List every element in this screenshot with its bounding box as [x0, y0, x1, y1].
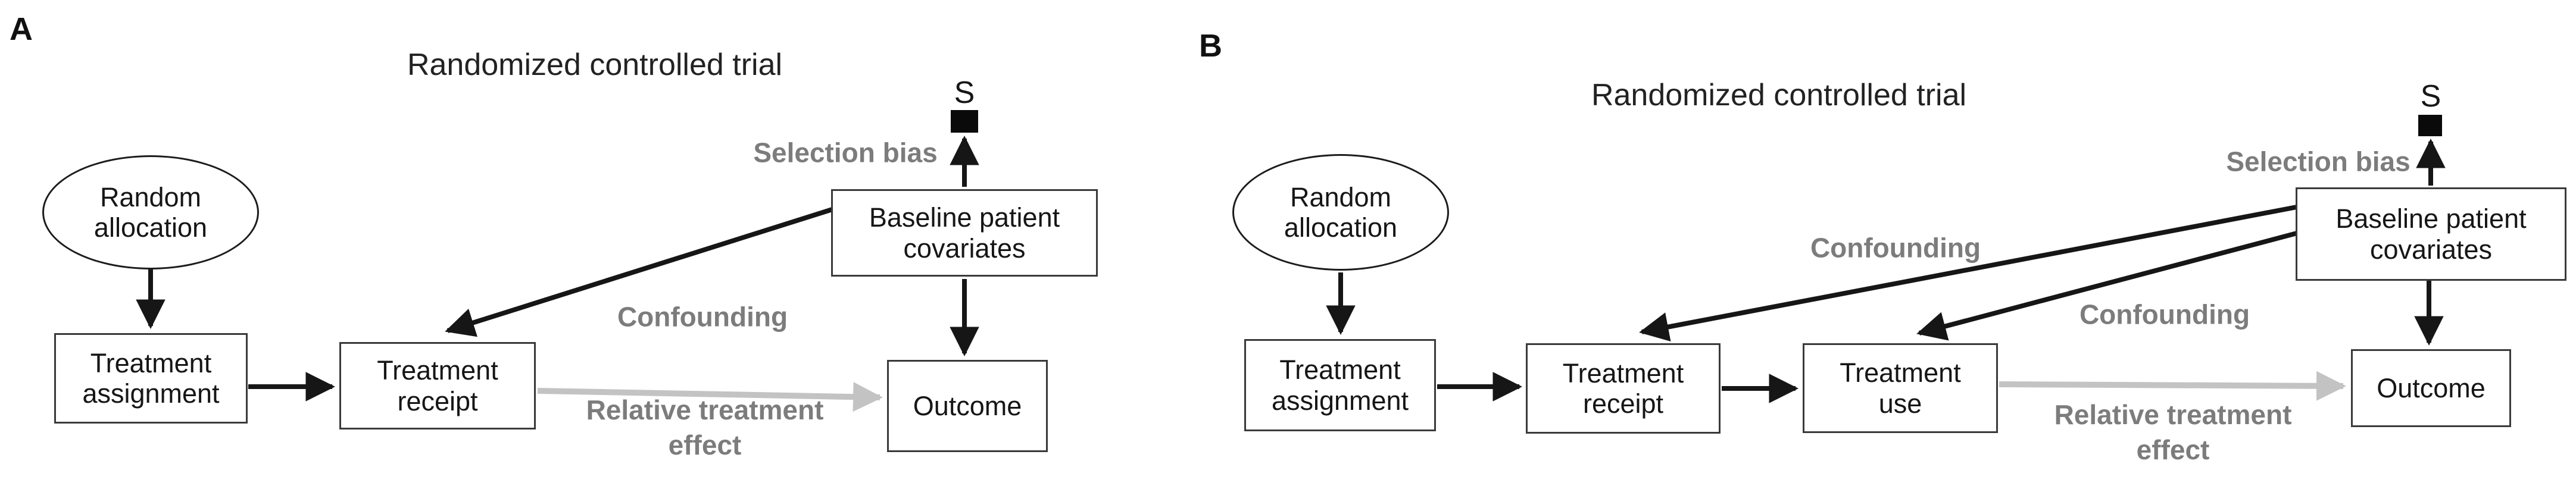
node-a-random-allocation: Random allocation: [42, 155, 259, 269]
node-b-outcome: Outcome: [2351, 349, 2511, 427]
node-a-treatment-assignment-text: Treatment assignment: [82, 347, 220, 409]
node-a-outcome-text: Outcome: [913, 390, 1022, 421]
edge-a-covariates-to-receipt-confounding: [445, 207, 833, 337]
node-a-treatment-receipt: Treatment receipt: [339, 342, 536, 429]
node-b-baseline-covariates: Baseline patient covariates: [2296, 187, 2566, 281]
node-b-baseline-covariates-text: Baseline patient covariates: [2335, 203, 2527, 265]
selection-indicator-square-b: [2418, 115, 2442, 136]
node-b-random-allocation-text: Random allocation: [1284, 181, 1398, 243]
label-a-selection-bias: Selection bias: [753, 137, 938, 168]
node-a-baseline-covariates: Baseline patient covariates: [831, 189, 1098, 277]
label-b-selection-bias: Selection bias: [2226, 146, 2410, 177]
node-b-random-allocation: Random allocation: [1232, 154, 1449, 271]
panel-b-label: B: [1199, 28, 1222, 64]
selection-node-letter-a: S: [954, 76, 975, 110]
label-a-confounding: Confounding: [617, 301, 788, 333]
panel-a-label: A: [10, 11, 33, 47]
node-a-baseline-covariates-text: Baseline patient covariates: [869, 202, 1060, 264]
edge-b-use-to-outcome-effect: [1999, 371, 2346, 401]
label-b-confounding-use: Confounding: [2079, 299, 2250, 330]
node-a-outcome: Outcome: [887, 360, 1048, 452]
node-b-treatment-assignment: Treatment assignment: [1244, 339, 1436, 431]
node-b-treatment-assignment-text: Treatment assignment: [1271, 355, 1409, 416]
selection-node-letter-b: S: [2420, 79, 2441, 114]
node-b-treatment-use-text: Treatment use: [1840, 358, 1961, 419]
node-b-treatment-receipt: Treatment receipt: [1526, 343, 1721, 434]
edge-b-covariates-to-use-confounding: [1916, 231, 2298, 341]
node-a-treatment-receipt-text: Treatment receipt: [377, 355, 498, 416]
label-a-relative-treatment-effect: Relative treatment effect: [586, 394, 824, 460]
node-a-treatment-assignment: Treatment assignment: [54, 333, 248, 424]
label-b-relative-treatment-effect: Relative treatment effect: [2054, 399, 2292, 465]
panel-a-title: Randomized controlled trial: [407, 48, 783, 82]
label-b-confounding-receipt: Confounding: [1810, 232, 1981, 264]
edge-a-receipt-to-outcome-effect: [537, 382, 883, 412]
panel-b-title: Randomized controlled trial: [1591, 78, 1967, 112]
node-b-treatment-use: Treatment use: [1803, 343, 1998, 433]
node-a-random-allocation-text: Random allocation: [93, 181, 208, 243]
node-b-treatment-receipt-text: Treatment receipt: [1562, 358, 1684, 419]
node-b-outcome-text: Outcome: [2377, 372, 2486, 403]
selection-indicator-square-a: [951, 110, 978, 133]
edge-b-covariates-to-receipt-confounding: [1639, 205, 2297, 341]
